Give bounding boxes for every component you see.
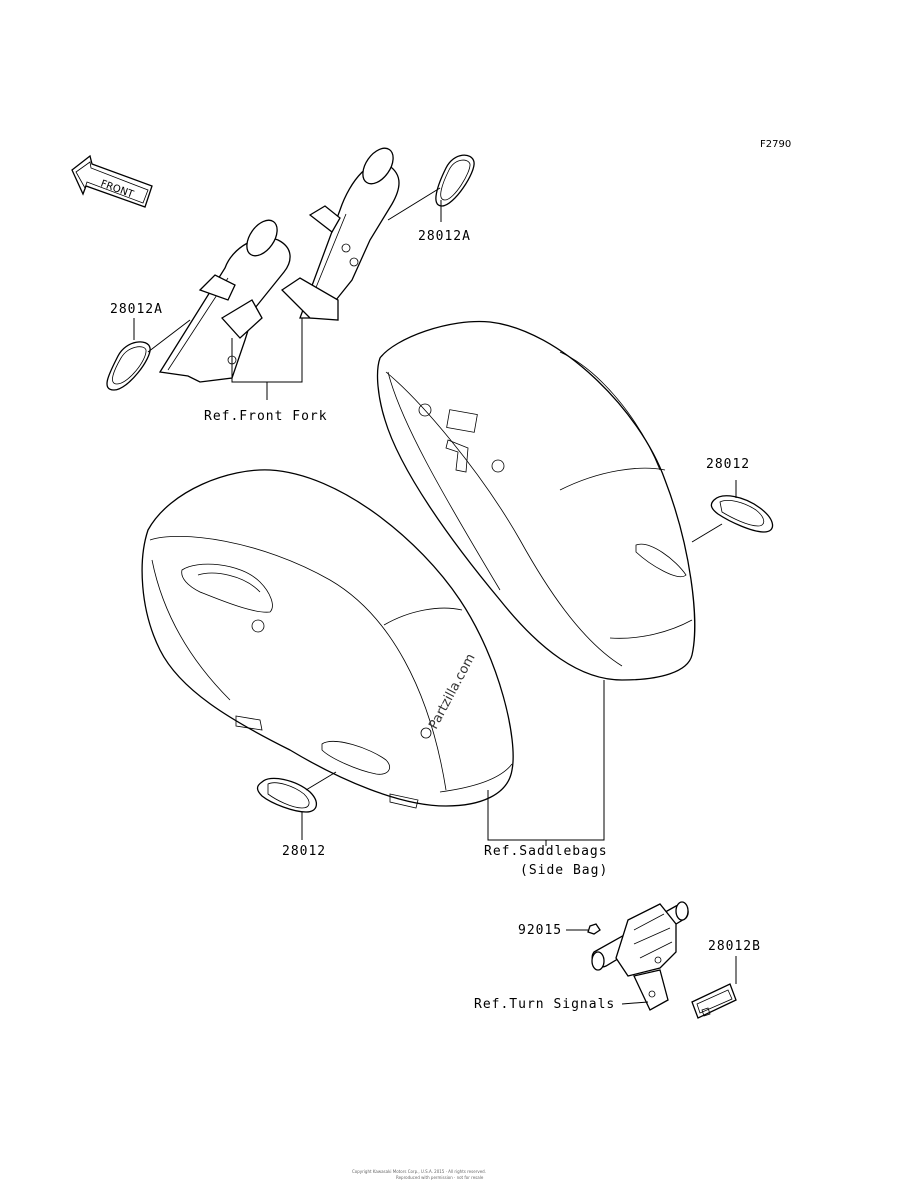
- ref-turn-signals: Ref.Turn Signals: [474, 997, 615, 1012]
- callout-28012A-right: 28012A: [418, 229, 471, 244]
- callout-92015: 92015: [518, 923, 562, 938]
- ref-saddlebags-sub: (Side Bag): [520, 863, 608, 878]
- reflector-28012A-left: 28012A: [106, 302, 191, 391]
- ref-saddlebags: Ref.Saddlebags: [484, 844, 608, 859]
- front-arrow-icon: FRONT: [71, 154, 153, 208]
- footer-permission: Reproduced with permission · not for res…: [396, 1175, 484, 1180]
- reflector-28012-right: 28012: [691, 457, 774, 543]
- saddlebag-right-illustration: [376, 320, 696, 681]
- callout-28012B: 28012B: [708, 939, 761, 954]
- reflector-28012-left: 28012: [256, 771, 337, 859]
- ref-front-fork: Ref.Front Fork: [204, 409, 328, 424]
- reflector-28012A-right: 28012A: [387, 154, 475, 244]
- figure-code: F2790: [760, 139, 791, 150]
- front-fork-illustration: [158, 147, 400, 400]
- callout-28012A-left: 28012A: [110, 302, 163, 317]
- callout-28012-right: 28012: [706, 457, 750, 472]
- callout-28012-left: 28012: [282, 844, 326, 859]
- footer-copyright: Copyright Kawasaki Motors Corp., U.S.A. …: [352, 1169, 486, 1174]
- saddlebag-left-illustration: [141, 469, 514, 809]
- turn-signal-bracket-illustration: 92015 28012B: [518, 901, 761, 1019]
